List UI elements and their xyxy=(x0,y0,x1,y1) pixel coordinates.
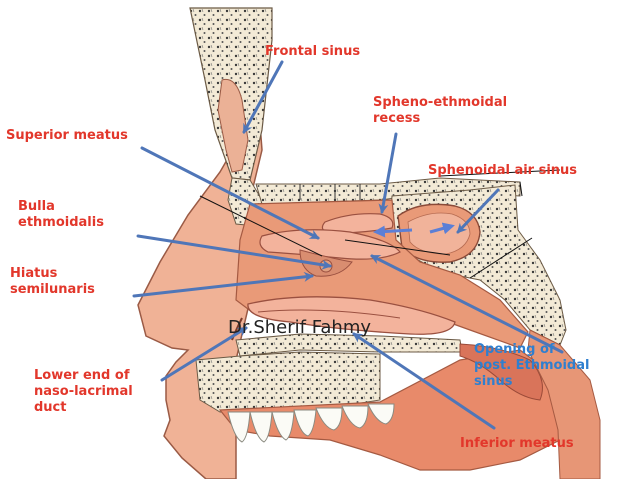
label-inferior-meatus: Inferior meatus xyxy=(460,436,574,451)
arrow-naso-lacrimal-duct xyxy=(160,326,248,382)
arrow-opening-post-ethmoidal xyxy=(370,254,564,354)
sphenoidal-sinus-inner xyxy=(407,212,471,255)
label-opening-post-ethmoidal-sinus: Opening of post. Ethmoidal sinus xyxy=(474,342,590,389)
upper-teeth xyxy=(227,403,395,443)
label-frontal-sinus: Frontal sinus xyxy=(265,44,361,59)
drainage-arrow-sinus xyxy=(429,222,455,235)
arrow-hiatus-semilunaris xyxy=(132,271,314,298)
soft-palate xyxy=(459,343,543,401)
label-hiatus-semilunaris: Hiatus semilunaris xyxy=(10,266,95,297)
face-skin xyxy=(0,0,248,479)
arrow-bulla-ethmoidalis xyxy=(136,234,332,270)
naso-lacrimal-duct xyxy=(231,317,243,341)
drainage-arrow-recess xyxy=(373,225,413,238)
frontal-sinus-cavity xyxy=(217,78,249,173)
label-lower-end-naso-lacrimal-duct: Lower end of naso-lacrimal duct xyxy=(34,368,133,415)
pointer-arrows xyxy=(132,60,564,430)
arrow-spheno-ethmoidal-recess xyxy=(378,132,398,214)
arrow-sphenoidal-air-sinus xyxy=(456,188,500,234)
inferior-concha-edge xyxy=(257,309,401,319)
arrow-superior-meatus xyxy=(140,146,320,240)
pharynx-wall xyxy=(527,329,601,479)
arrow-inferior-meatus xyxy=(352,332,496,430)
label-superior-meatus: Superior meatus xyxy=(6,128,128,143)
inferior-concha xyxy=(247,296,456,335)
label-spheno-ethmoidal-recess: Spheno-ethmoidal recess xyxy=(373,95,508,126)
author-credit: Dr.Sherif Fahmy xyxy=(228,317,372,338)
arrow-frontal-sinus xyxy=(242,60,284,134)
label-sphenoidal-air-sinus: Sphenoidal air sinus xyxy=(428,163,578,178)
reference-lines xyxy=(199,169,561,279)
label-bulla-ethmoidalis: Bulla ethmoidalis xyxy=(18,199,104,230)
